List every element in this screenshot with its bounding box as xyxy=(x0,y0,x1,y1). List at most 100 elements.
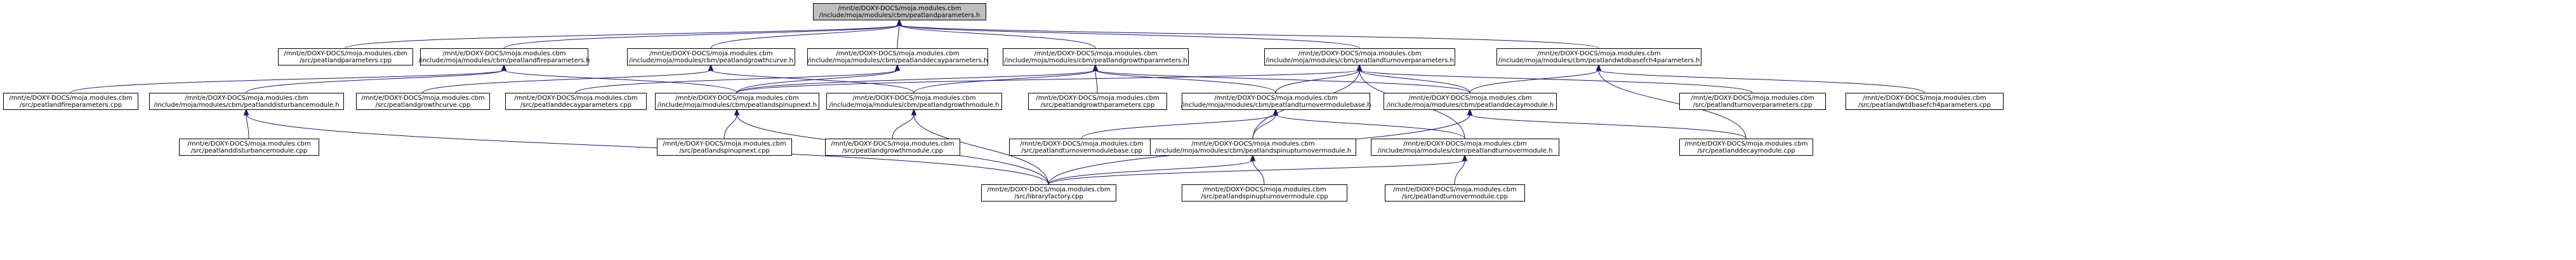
node-wtd-cpp[interactable]: /mnt/e/DOXY-DOCS/moja.modules.cbm/src/pe… xyxy=(1846,93,2004,110)
node-label-file: /src/peatlanddisturbancemodule.cpp xyxy=(191,147,308,154)
node-box xyxy=(1009,139,1154,156)
node-decay-params-cpp[interactable]: /mnt/e/DOXY-DOCS/moja.modules.cbm/src/pe… xyxy=(505,93,647,110)
node-pp-cpp[interactable]: /mnt/e/DOXY-DOCS/moja.modules.cbm/src/pe… xyxy=(278,48,413,65)
edge-line xyxy=(899,24,1599,49)
include-edge-decay_module_cpp-to-wtd_h xyxy=(1595,64,1747,139)
node-turnover-base-h[interactable]: /mnt/e/DOXY-DOCS/moja.modules.cbm/includ… xyxy=(1181,93,1371,110)
node-label-file: /src/peatlanddecayparameters.cpp xyxy=(520,102,631,109)
node-box xyxy=(278,48,413,65)
node-label-path: /mnt/e/DOXY-DOCS/moja.modules.cbm xyxy=(442,50,565,57)
include-edge-fire_h-to-root xyxy=(503,18,902,49)
node-growthcurve-cpp[interactable]: /mnt/e/DOXY-DOCS/moja.modules.cbm/src/pe… xyxy=(356,93,490,110)
edge-line xyxy=(1095,69,1098,93)
arrowhead xyxy=(1462,154,1468,161)
arrowhead xyxy=(1356,64,1363,71)
edge-line xyxy=(422,69,711,93)
node-label-path: /mnt/e/DOXY-DOCS/moja.modules.cbm xyxy=(852,95,975,102)
node-prepare-h[interactable]: /mnt/e/DOXY-DOCS/moja.modules.cbm/includ… xyxy=(655,93,819,110)
include-edge-turnover_base_h-to-growth_params_h xyxy=(1092,64,1276,93)
node-label-file: /src/peatlandgrowthcurve.cpp xyxy=(376,102,471,109)
node-box xyxy=(179,139,319,156)
node-box xyxy=(356,93,490,110)
node-turnover-module-cpp[interactable]: /mnt/e/DOXY-DOCS/moja.modules.cbm/src/pe… xyxy=(1385,184,1525,202)
arrowhead xyxy=(1250,154,1256,161)
edge-line xyxy=(710,69,915,93)
node-disturbance-h[interactable]: /mnt/e/DOXY-DOCS/moja.modules.cbm/includ… xyxy=(149,93,344,110)
node-label-path: /mnt/e/DOXY-DOCS/moja.modules.cbm xyxy=(1298,50,1421,57)
node-libraryfactory-cpp[interactable]: /mnt/e/DOXY-DOCS/moja.modules.cbm/src/li… xyxy=(981,184,1116,202)
edge-line xyxy=(1454,160,1465,185)
node-label-file: /src/peatlandgrowthparameters.cpp xyxy=(1041,102,1155,109)
node-turnover-base-cpp[interactable]: /mnt/e/DOXY-DOCS/moja.modules.cbm/src/pe… xyxy=(1009,139,1154,156)
node-label-file: /include/moja/modules/cbm/peatlanddistur… xyxy=(154,102,339,109)
node-box xyxy=(3,93,138,110)
node-label-file: /include/moja/modules/cbm/peatlanddecayp… xyxy=(808,57,988,64)
node-box xyxy=(1182,93,1370,110)
node-label-path: /mnt/e/DOXY-DOCS/moja.modules.cbm xyxy=(1691,95,1814,102)
node-box xyxy=(420,48,588,65)
include-edge-decay_module_cpp-to-decay_module_h xyxy=(1467,108,1747,139)
node-box xyxy=(1679,139,1813,156)
include-edge-turnover_module_h-to-turnover_base_h xyxy=(1272,108,1465,139)
node-turnover-module-h[interactable]: /mnt/e/DOXY-DOCS/moja.modules.cbm/includ… xyxy=(1371,139,1559,156)
node-label-path: /mnt/e/DOXY-DOCS/moja.modules.cbm xyxy=(9,95,132,102)
node-decay-module-cpp[interactable]: /mnt/e/DOXY-DOCS/moja.modules.cbm/src/pe… xyxy=(1679,139,1813,156)
node-fire-h[interactable]: /mnt/e/DOXY-DOCS/moja.modules.cbm/includ… xyxy=(418,48,590,65)
arrowhead xyxy=(896,18,902,26)
edge-line xyxy=(723,114,737,139)
node-label-path: /mnt/e/DOXY-DOCS/moja.modules.cbm xyxy=(1214,95,1337,102)
edge-line xyxy=(736,69,898,93)
include-edge-growthcurve_h-to-root xyxy=(710,18,902,49)
node-label-path: /mnt/e/DOXY-DOCS/moja.modules.cbm xyxy=(1034,50,1157,57)
node-turnover-params-h[interactable]: /mnt/e/DOXY-DOCS/moja.modules.cbm/includ… xyxy=(1264,48,1455,65)
node-label-file: /src/peatlanddecaymodule.cpp xyxy=(1697,147,1795,154)
node-label-file: /include/moja/modules/cbm/peatlandturnov… xyxy=(1265,57,1454,64)
node-label-path: /mnt/e/DOXY-DOCS/moja.modules.cbm xyxy=(361,95,484,102)
arrowhead xyxy=(1092,64,1099,71)
arrowhead xyxy=(1272,108,1279,116)
node-decay-module-h[interactable]: /mnt/e/DOXY-DOCS/moja.modules.cbm/includ… xyxy=(1384,93,1557,110)
node-label-path: /mnt/e/DOXY-DOCS/moja.modules.cbm xyxy=(1403,140,1526,147)
node-spinupnext-cpp[interactable]: /mnt/e/DOXY-DOCS/moja.modules.cbm/src/pe… xyxy=(657,139,792,156)
node-label-path: /mnt/e/DOXY-DOCS/moja.modules.cbm xyxy=(675,95,798,102)
edge-line xyxy=(1598,69,1747,139)
include-edge-wtd_cpp-to-wtd_h xyxy=(1595,64,1925,93)
edge-line xyxy=(1469,69,1599,93)
node-spinup-turnover-cpp[interactable]: /mnt/e/DOXY-DOCS/moja.modules.cbm/src/pe… xyxy=(1182,184,1347,202)
edge-line xyxy=(736,69,1360,93)
node-box xyxy=(1385,184,1525,202)
node-turnover-params-cpp[interactable]: /mnt/e/DOXY-DOCS/moja.modules.cbm/src/pe… xyxy=(1679,93,1826,110)
node-growth-module-cpp[interactable]: /mnt/e/DOXY-DOCS/moja.modules.cbm/src/pe… xyxy=(825,139,960,156)
node-label-file: /src/peatlandturnoverparameters.cpp xyxy=(1693,102,1813,109)
arrowhead xyxy=(911,108,917,116)
include-edge-turnover_base_cpp-to-turnover_base_h xyxy=(1081,108,1279,139)
edge-line xyxy=(897,24,900,49)
node-spinup-turnover-h[interactable]: /mnt/e/DOXY-DOCS/moja.modules.cbm/includ… xyxy=(1150,139,1356,156)
nodes-layer: /mnt/e/DOXY-DOCS/moja.modules.cbm/includ… xyxy=(3,3,2004,202)
node-label-path: /mnt/e/DOXY-DOCS/moja.modules.cbm xyxy=(1863,95,1986,102)
node-growth-params-h[interactable]: /mnt/e/DOXY-DOCS/moja.modules.cbm/includ… xyxy=(1003,48,1189,65)
node-box xyxy=(505,93,647,110)
node-label-file: /include/moja/modules/cbm/peatlandgrowth… xyxy=(629,57,793,64)
node-label-file: /include/moja/modules/cbm/peatlandwtdbas… xyxy=(1498,57,1700,64)
edge-line xyxy=(575,69,898,93)
node-label-file: /include/moja/modules/cbm/peatlandgrowth… xyxy=(1004,57,1187,64)
node-root[interactable]: /mnt/e/DOXY-DOCS/moja.modules.cbm/includ… xyxy=(813,3,986,20)
node-label-file: /include/moja/modules/cbm/peatlandspinup… xyxy=(1155,147,1351,154)
node-growthcurve-h[interactable]: /mnt/e/DOXY-DOCS/moja.modules.cbm/includ… xyxy=(627,48,795,65)
node-wtd-h[interactable]: /mnt/e/DOXY-DOCS/moja.modules.cbm/includ… xyxy=(1496,48,1701,65)
edge-line xyxy=(1081,114,1276,139)
node-label-path: /mnt/e/DOXY-DOCS/moja.modules.cbm xyxy=(187,140,310,147)
node-growth-params-cpp[interactable]: /mnt/e/DOXY-DOCS/moja.modules.cbm/src/pe… xyxy=(1028,93,1167,110)
include-edge-libraryfactory_cpp-to-growth_module_h xyxy=(911,108,1049,185)
node-decay-params-h[interactable]: /mnt/e/DOXY-DOCS/moja.modules.cbm/includ… xyxy=(807,48,988,65)
node-growth-module-h[interactable]: /mnt/e/DOXY-DOCS/moja.modules.cbm/includ… xyxy=(826,93,1002,110)
include-edge-decay_params_cpp-to-decay_params_h xyxy=(575,64,901,93)
include-edge-libraryfactory_cpp-to-spinup_turnover_h xyxy=(1048,154,1256,185)
arrowhead xyxy=(894,64,901,71)
node-fire-cpp[interactable]: /mnt/e/DOXY-DOCS/moja.modules.cbm/src/pe… xyxy=(3,93,138,110)
node-disturbance-cpp[interactable]: /mnt/e/DOXY-DOCS/moja.modules.cbm/src/pe… xyxy=(179,139,319,156)
node-box xyxy=(1496,48,1701,65)
edge-line xyxy=(1275,69,1360,93)
include-edge-turnover_params_cpp-to-turnover_params_h xyxy=(1356,64,1753,93)
